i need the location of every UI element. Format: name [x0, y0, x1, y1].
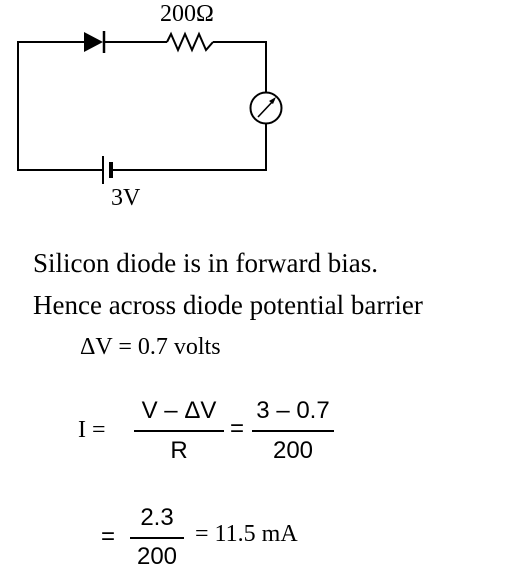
circuit-diagram: 200Ω 3V: [17, 1, 283, 211]
diode-symbol: [84, 31, 106, 53]
delta-v-value: ΔV = 0.7 volts: [80, 334, 221, 360]
resistor-symbol: [166, 31, 214, 53]
current-result: = 11.5 mA: [195, 521, 298, 547]
fraction-1-numerator: V – ΔV: [141, 397, 217, 424]
fraction-3-denominator: 200: [136, 543, 178, 570]
fraction-1-denominator: R: [170, 437, 188, 464]
fraction-2-bar: [252, 430, 334, 432]
fraction-3-bar: [130, 537, 184, 539]
circuit-wires: [17, 41, 267, 171]
equals-sign: =: [230, 415, 245, 442]
fraction-3-numerator: 2.3: [140, 504, 174, 531]
ammeter-symbol: [249, 91, 283, 125]
battery-label: 3V: [111, 185, 141, 211]
equals-sign-2: =: [101, 523, 116, 550]
fraction-2-numerator: 3 – 0.7: [256, 397, 330, 424]
explanation-line-1: Silicon diode is in forward bias.: [33, 248, 378, 278]
fraction-2-denominator: 200: [272, 437, 314, 464]
explanation-line-2: Hence across diode potential barrier: [33, 290, 423, 320]
current-symbol: I =: [78, 417, 106, 443]
fraction-1-bar: [134, 430, 224, 432]
battery-symbol: [102, 156, 113, 184]
resistor-label: 200Ω: [160, 1, 214, 27]
